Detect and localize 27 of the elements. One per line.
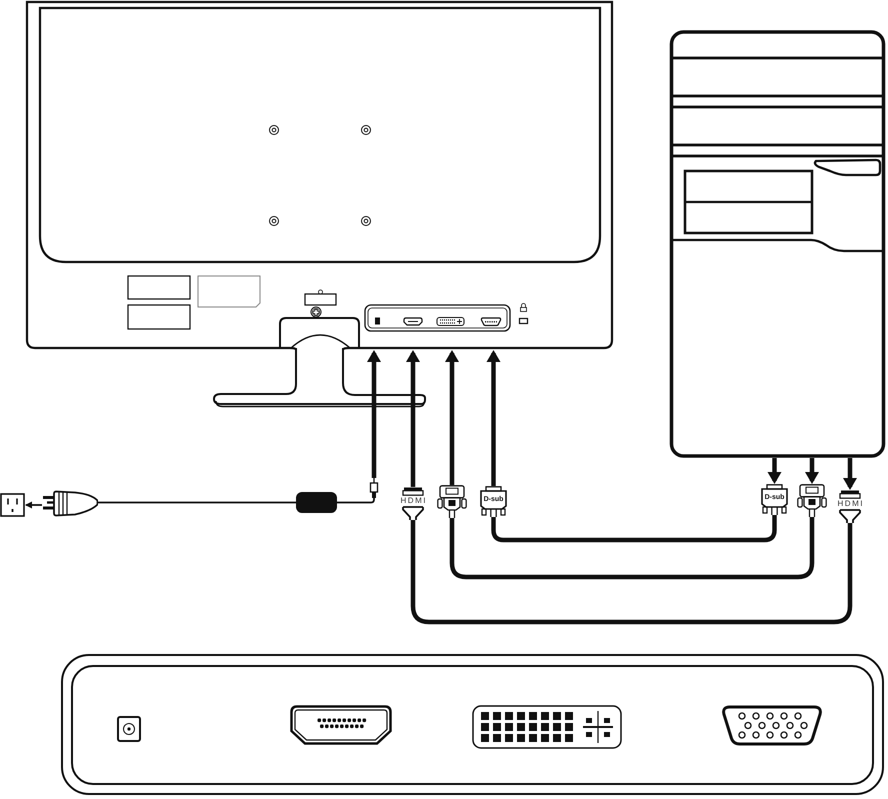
computer-tower-drawing xyxy=(668,30,887,458)
connector-label: HDMI xyxy=(400,496,427,504)
d-sub-plug xyxy=(760,484,789,515)
cable xyxy=(337,498,375,504)
arrow xyxy=(805,458,819,484)
d-sub-plug xyxy=(479,486,508,517)
dvi-plug-icon xyxy=(797,484,827,517)
hdmi-plug xyxy=(835,490,865,523)
cable xyxy=(491,515,777,542)
arrow xyxy=(843,458,857,490)
power-plug-icon xyxy=(42,490,98,517)
arrow xyxy=(25,502,42,508)
power-adapter xyxy=(296,492,337,513)
cable xyxy=(410,520,852,624)
arrow xyxy=(445,350,459,485)
arrow xyxy=(406,350,420,487)
connector-label: HDMI xyxy=(836,500,864,508)
hdmi-plug xyxy=(398,487,428,520)
arrow xyxy=(486,350,500,486)
dvi-plug-icon xyxy=(437,485,467,518)
cable xyxy=(98,502,296,504)
wall-outlet-icon xyxy=(0,493,25,517)
dc-plug-icon xyxy=(369,478,379,498)
arrow xyxy=(367,350,381,478)
cable xyxy=(450,517,814,580)
monitor-back-drawing xyxy=(25,0,615,350)
arrow xyxy=(768,458,782,484)
